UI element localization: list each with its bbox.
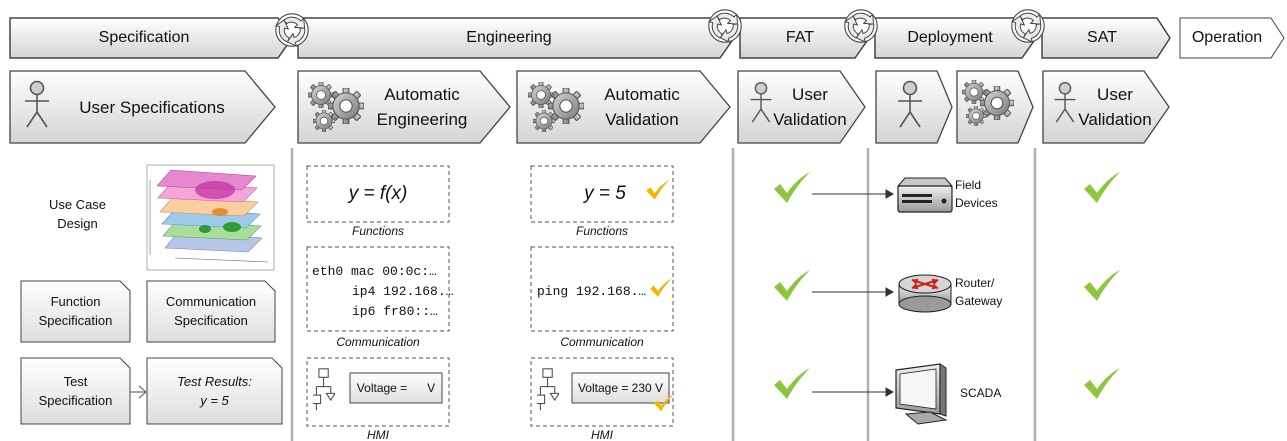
role-sat-user-val-shape bbox=[1042, 70, 1170, 144]
eng-hmi-voltage-label: Voltage = V bbox=[356, 381, 436, 395]
val-functions-box bbox=[530, 165, 674, 223]
checkmark-icon bbox=[1084, 270, 1120, 301]
eng-comm-line-2: ip4 192.168.… bbox=[352, 284, 454, 299]
val-function-expression: y = 5 bbox=[584, 183, 626, 204]
eng-function-expression: y = f(x) bbox=[348, 183, 408, 204]
deployment-arrows bbox=[812, 189, 895, 397]
phase-sat-shape bbox=[1041, 17, 1171, 59]
val-comm-line-1: ping 192.168.… bbox=[537, 284, 647, 299]
router-gateway-label: Router/Gateway bbox=[955, 276, 1003, 308]
role-user-specifications: User Specifications bbox=[79, 98, 225, 117]
phase-sat: SAT bbox=[1087, 29, 1117, 46]
phase-deployment: Deployment bbox=[907, 29, 993, 46]
val-functions-caption: Functions bbox=[575, 224, 629, 238]
phase-specification: Specification bbox=[98, 29, 190, 46]
checkmark-icon bbox=[774, 270, 810, 301]
test-spec-doc bbox=[20, 357, 131, 425]
phase-engineering: Engineering bbox=[466, 29, 552, 46]
eng-functions-box bbox=[306, 165, 450, 223]
checkmark-icon bbox=[774, 368, 810, 399]
eng-comm-line-3: ip6 fr80::… bbox=[352, 304, 438, 319]
val-hmi-caption: HMI bbox=[591, 428, 613, 441]
scada-label: SCADA bbox=[960, 386, 1002, 400]
checkmark-icon bbox=[1084, 368, 1120, 399]
role-auto-val-shape bbox=[516, 70, 731, 144]
val-communication-caption: Communication bbox=[560, 335, 644, 349]
function-spec-doc bbox=[20, 280, 131, 343]
communication-spec-doc bbox=[146, 280, 276, 343]
checkmark-icon bbox=[774, 172, 810, 203]
eng-communication-caption: Communication bbox=[336, 335, 420, 349]
phase-deployment-shape bbox=[874, 17, 1037, 59]
role-user-spec-shape bbox=[9, 70, 276, 144]
phase-specification-shape bbox=[9, 17, 293, 59]
use-case-design-image bbox=[146, 164, 275, 271]
server-icon bbox=[896, 177, 954, 213]
phase-fat: FAT bbox=[785, 29, 815, 46]
eng-communication-box bbox=[306, 246, 450, 332]
val-hmi-voltage-label: Voltage = 230 V bbox=[577, 381, 664, 395]
test-arrow bbox=[130, 385, 147, 399]
test-results-label: Test Results:y = 5 bbox=[177, 374, 252, 409]
role-dep-user-shape bbox=[875, 70, 953, 144]
val-communication-box bbox=[530, 246, 674, 332]
checkmark-icon bbox=[1084, 172, 1120, 203]
eng-hmi-voltage-field bbox=[349, 372, 443, 404]
role-auto-eng-shape bbox=[297, 70, 511, 144]
phase-operation-shape bbox=[1179, 17, 1285, 59]
eng-hmi-caption: HMI bbox=[367, 428, 389, 441]
eng-comm-line-1: eth0 mac 00:0c:… bbox=[312, 264, 437, 279]
phase-engineering-shape bbox=[297, 17, 735, 59]
monitor-icon bbox=[895, 363, 948, 425]
router-icon bbox=[898, 274, 952, 313]
role-fat-user-val-shape bbox=[737, 70, 866, 144]
phase-operation: Operation bbox=[1191, 29, 1263, 46]
phase-fat-shape bbox=[739, 17, 870, 59]
val-hmi-voltage-field bbox=[571, 372, 670, 404]
column-separators bbox=[290, 148, 1037, 441]
phase-chevrons bbox=[9, 17, 1285, 59]
test-results-doc bbox=[146, 357, 283, 425]
eng-functions-caption: Functions bbox=[351, 224, 405, 238]
